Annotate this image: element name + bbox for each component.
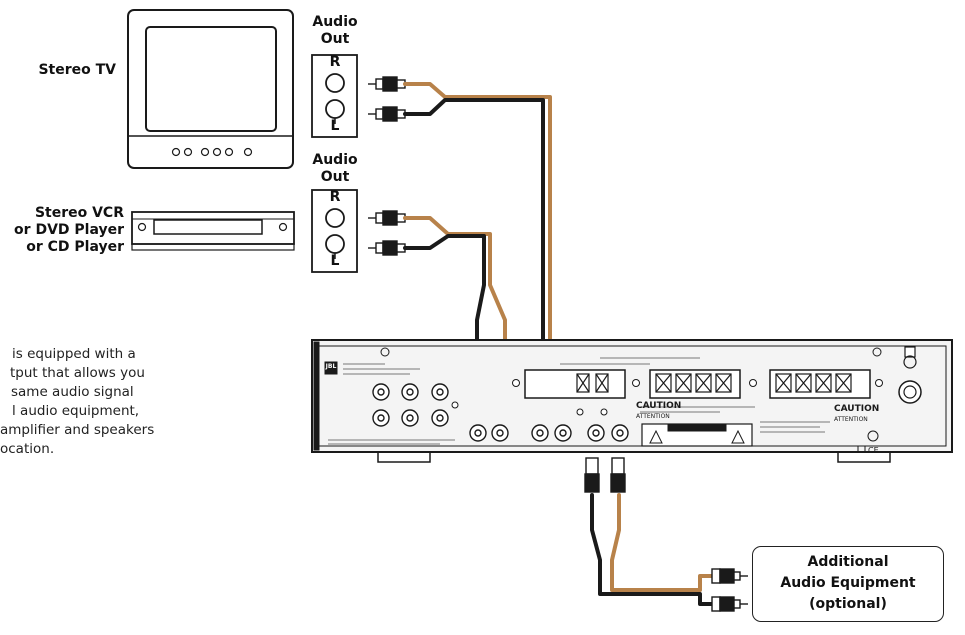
attention-label-2: ATTENTION xyxy=(834,416,868,423)
brand-logo: JBL xyxy=(325,363,337,370)
cable-vcr xyxy=(403,216,507,362)
stereo-tv-label: Stereo TV xyxy=(38,62,116,78)
stereo-vcr-label: Stereo VCR or DVD Player or CD Player xyxy=(0,205,124,256)
additional-audio-equipment-box: Additional Audio Equipment (optional) xyxy=(752,546,944,622)
description-line: l audio equipment, xyxy=(12,403,140,419)
cable-tv xyxy=(403,82,552,362)
amplifier-rear-panel: CE xyxy=(311,339,953,463)
audio-out-line-2: Out xyxy=(320,169,350,185)
source-line-3: or CD Player xyxy=(26,239,124,255)
svg-text:CE: CE xyxy=(868,446,879,455)
description-paragraph: is equipped with a tput that allows you … xyxy=(0,345,250,459)
rca-plugs-additional xyxy=(711,568,748,612)
caution-label: CAUTION xyxy=(636,401,682,411)
rca-plugs-amp-outputs xyxy=(584,457,626,493)
attention-label: ATTENTION xyxy=(636,413,670,420)
audio-out-line-1: Audio xyxy=(312,152,358,168)
audio-out-label-tv: Audio Out xyxy=(300,14,370,48)
additional-line-1: Additional xyxy=(807,554,889,570)
description-line: ocation. xyxy=(0,441,55,457)
rca-plugs-tv xyxy=(368,76,406,122)
description-line: same audio signal xyxy=(11,384,134,400)
left-channel-label-tv: L xyxy=(330,118,340,134)
stereo-tv xyxy=(127,9,294,169)
audio-out-label-vcr: Audio Out xyxy=(300,152,370,186)
description-line: amplifier and speakers xyxy=(0,422,155,438)
right-channel-label-tv: R xyxy=(329,54,341,70)
cable-additional xyxy=(590,493,714,606)
additional-line-2: Audio Equipment xyxy=(780,575,916,591)
caution-label-2: CAUTION xyxy=(834,404,880,414)
right-channel-label-vcr: R xyxy=(329,189,341,205)
audio-out-line-1: Audio xyxy=(312,14,358,30)
audio-out-jacks-vcr xyxy=(311,189,358,273)
audio-out-line-2: Out xyxy=(320,31,350,47)
stereo-vcr xyxy=(131,211,295,251)
left-channel-label-vcr: L xyxy=(330,253,340,269)
source-line-2: or DVD Player xyxy=(14,222,124,238)
rca-plugs-vcr xyxy=(368,210,406,256)
source-line-1: Stereo VCR xyxy=(34,205,124,221)
additional-line-3: (optional) xyxy=(809,596,887,612)
description-line: is equipped with a xyxy=(12,346,136,362)
description-line: tput that allows you xyxy=(10,365,145,381)
audio-out-jacks-tv xyxy=(311,54,358,138)
